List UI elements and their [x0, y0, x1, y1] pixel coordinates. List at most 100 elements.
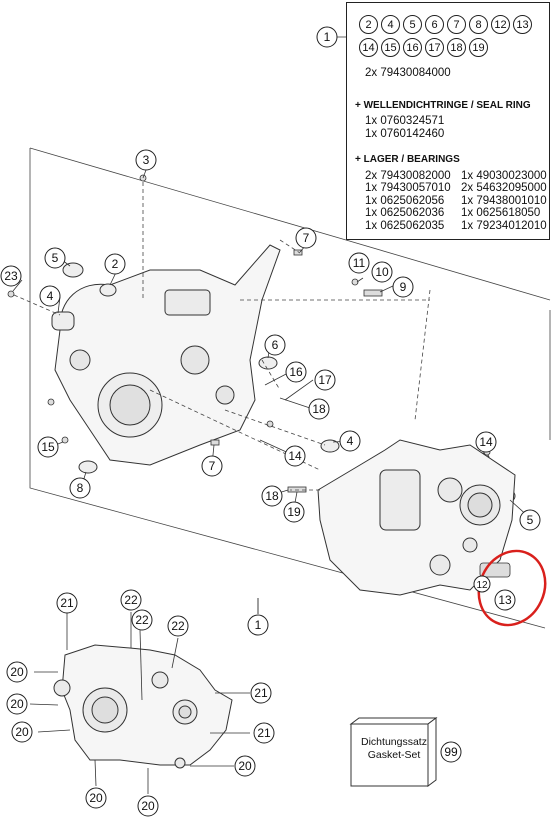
svg-text:8: 8 — [77, 481, 84, 495]
svg-text:7: 7 — [209, 459, 216, 473]
callout-6: 6 — [264, 334, 286, 356]
callout-4b: 4 — [339, 430, 361, 452]
bearing-item: 1x 79234012010 — [461, 219, 547, 232]
bearing-item: 1x 79430057010 — [365, 182, 451, 195]
svg-text:21: 21 — [257, 726, 271, 740]
svg-text:20: 20 — [89, 791, 103, 805]
callout-15: 15 — [37, 436, 59, 458]
svg-text:9: 9 — [400, 280, 407, 294]
circled-part: 17 — [425, 38, 444, 57]
svg-text:15: 15 — [41, 440, 55, 454]
callout-20f: 20 — [137, 795, 159, 817]
circled-part: 18 — [447, 38, 466, 57]
svg-text:1: 1 — [324, 30, 331, 44]
svg-text:19: 19 — [287, 505, 301, 519]
gasket-label-de: Dichtungssatz — [361, 736, 427, 748]
svg-text:14: 14 — [479, 435, 493, 449]
callout-23: 23 — [0, 265, 22, 287]
left-crankcase-half — [54, 244, 281, 466]
seal-line-2: 1x 0760142460 — [365, 128, 445, 140]
callout-13: 13 — [494, 589, 516, 611]
svg-text:11: 11 — [353, 256, 366, 270]
circled-part: 12 — [491, 15, 510, 34]
svg-text:13: 13 — [498, 593, 512, 607]
main-part-line: 2x 79430084000 — [365, 67, 451, 79]
callout-99: 99 — [440, 741, 462, 763]
right-crankcase-half — [317, 439, 516, 596]
bearings-list: 2x 79430082000 1x 49030023000 1x 7943005… — [365, 170, 556, 232]
circled-part: 16 — [403, 38, 422, 57]
circled-part: 14 — [359, 38, 378, 57]
callout-5a: 5 — [44, 247, 66, 269]
callout-7b: 7 — [201, 455, 223, 477]
svg-text:20: 20 — [10, 665, 24, 679]
svg-text:5: 5 — [527, 513, 534, 527]
assembled-crankcase — [53, 644, 233, 769]
svg-text:16: 16 — [289, 365, 303, 379]
svg-text:20: 20 — [238, 759, 252, 773]
circled-part: 19 — [469, 38, 488, 57]
svg-text:22: 22 — [124, 593, 138, 607]
callout-22c: 22 — [167, 615, 189, 637]
svg-text:5: 5 — [52, 251, 59, 265]
callout-20c: 20 — [11, 721, 33, 743]
parts-info-box: 2 4 5 6 7 8 12 13 14 15 16 17 18 19 2x 7… — [346, 2, 550, 240]
callout-14a: 14 — [284, 445, 306, 467]
bearings-header: + LAGER / BEARINGS — [355, 154, 460, 165]
svg-text:20: 20 — [10, 697, 24, 711]
bearing-item: 1x 0625618050 — [461, 207, 541, 220]
svg-text:4: 4 — [347, 434, 354, 448]
svg-text:17: 17 — [318, 373, 332, 387]
frame-edge-top — [29, 147, 347, 241]
callout-1b: 1 — [247, 614, 269, 636]
svg-text:14: 14 — [288, 449, 302, 463]
highlight-ellipse — [477, 549, 547, 627]
circled-part: 2 — [359, 15, 378, 34]
callout-20e: 20 — [85, 787, 107, 809]
circled-part: 7 — [447, 15, 466, 34]
callout-21b: 21 — [250, 682, 272, 704]
svg-text:10: 10 — [375, 265, 389, 279]
part-5-bush — [62, 262, 84, 278]
svg-text:2: 2 — [112, 257, 119, 271]
callout-10: 10 — [371, 261, 393, 283]
part-11 — [351, 278, 359, 286]
callout-14b: 14 — [475, 431, 497, 453]
svg-text:7: 7 — [303, 231, 310, 245]
gasket-set-box — [349, 717, 438, 787]
callout-21c: 21 — [253, 722, 275, 744]
svg-text:6: 6 — [272, 338, 279, 352]
seal-line-1: 1x 0760324571 — [365, 115, 445, 127]
callout-19a: 19 — [283, 501, 305, 523]
bearing-item: 1x 0625062035 — [365, 219, 445, 232]
callout-22a: 22 — [120, 589, 142, 611]
callout-16: 16 — [285, 361, 307, 383]
circled-part: 5 — [403, 15, 422, 34]
callout-18b: 18 — [261, 485, 283, 507]
part-4b-bushing — [320, 439, 340, 453]
callout-20a: 20 — [6, 661, 28, 683]
callout-11: 11 — [348, 252, 370, 274]
bearing-item: 1x 0625062036 — [365, 207, 445, 220]
part-10 — [363, 289, 383, 297]
callout-9: 9 — [392, 276, 414, 298]
svg-text:22: 22 — [135, 613, 149, 627]
svg-text:4: 4 — [47, 289, 54, 303]
callout-5b: 5 — [519, 509, 541, 531]
circled-part: 13 — [513, 15, 532, 34]
seal-ring-header: + WELLENDICHTRINGE / SEAL RING — [355, 100, 531, 111]
svg-text:22: 22 — [171, 619, 185, 633]
part-23-screw — [7, 290, 15, 298]
part-4-bushing — [51, 311, 75, 331]
bearing-item: 1x 49030023000 — [461, 170, 547, 182]
circled-part: 4 — [381, 15, 400, 34]
svg-text:21: 21 — [254, 686, 268, 700]
circled-part: 15 — [381, 38, 400, 57]
bearing-item: 2x 79430082000 — [365, 170, 451, 182]
circled-part: 6 — [425, 15, 444, 34]
bearing-item: 2x 54632095000 — [461, 182, 547, 195]
circled-row-1: 2 4 5 6 7 8 12 13 — [359, 15, 532, 34]
callout-3: 3 — [135, 149, 157, 171]
callout-20b: 20 — [6, 693, 28, 715]
